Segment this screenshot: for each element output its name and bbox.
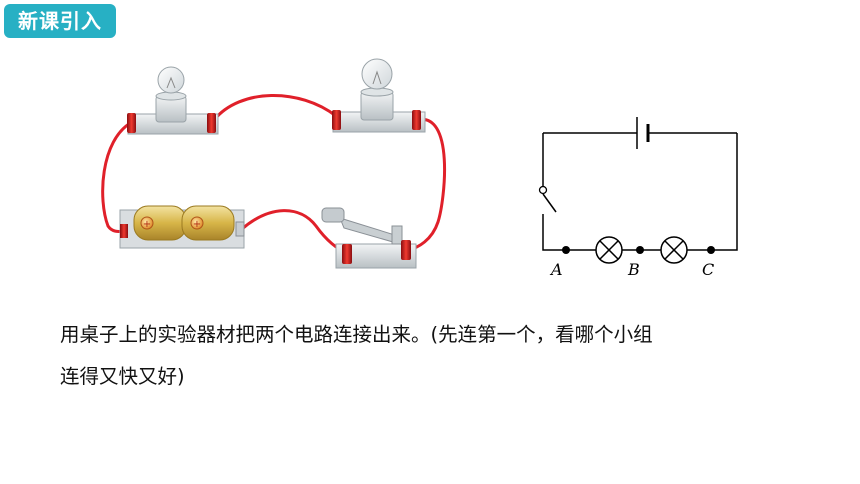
section-badge: 新课引入 xyxy=(4,4,116,38)
node-a-dot xyxy=(562,246,570,254)
switch-blade xyxy=(542,193,557,213)
node-b-dot xyxy=(636,246,644,254)
label-b: B xyxy=(627,260,640,279)
bulb-holder-left xyxy=(127,66,219,135)
switch-pivot xyxy=(538,185,548,195)
bulb-holder-right xyxy=(332,58,426,133)
label-c: C xyxy=(702,260,714,279)
svg-text:+: + xyxy=(143,219,151,230)
instruction-line-1: 用桌子上的实验器材把两个电路连接出来。(先连第一个，看哪个小组 xyxy=(60,323,653,346)
instruction-text: 用桌子上的实验器材把两个电路连接出来。(先连第一个，看哪个小组 连得又快又好) xyxy=(60,314,820,398)
instruction-line-2: 连得又快又好) xyxy=(60,365,185,388)
label-a: A xyxy=(549,260,563,279)
svg-text:+: + xyxy=(193,219,201,230)
battery-box: + + xyxy=(119,205,245,249)
knife-switch xyxy=(321,207,417,269)
schematic-wire-right xyxy=(724,133,738,251)
schematic-wire-left-bottom xyxy=(542,214,596,251)
lamp-symbol-1 xyxy=(595,236,623,264)
node-c-dot xyxy=(707,246,715,254)
lamp-symbol-2 xyxy=(660,236,688,264)
